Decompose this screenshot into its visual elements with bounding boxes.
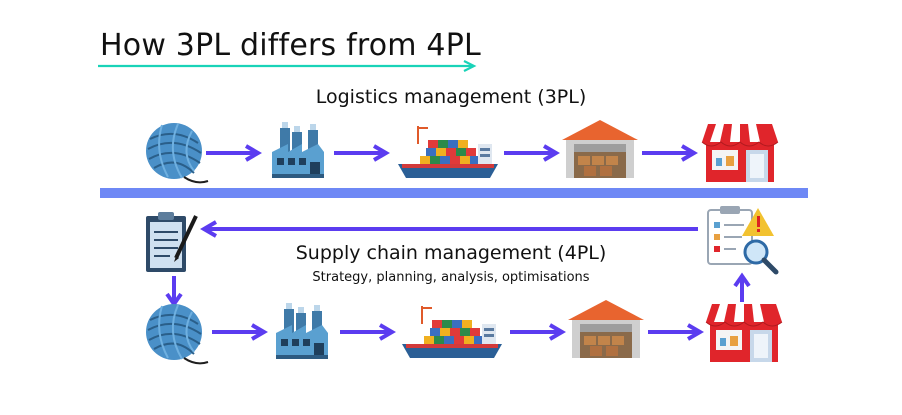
clipboard-icon [146,212,198,272]
title-underline-arrow [98,60,477,72]
feedback-arrow [200,220,698,238]
flow-arrow [508,323,564,341]
flow-arrow [332,144,388,162]
factory-icon [276,303,328,359]
yarn-icon [145,303,209,365]
section-divider [100,188,808,198]
supply-chain-label: Supply chain management (4PL) [295,242,607,264]
flow-arrow [210,323,266,341]
up-arrow [733,272,751,302]
cargo-ship-icon [401,305,503,359]
flow-arrow [502,144,558,162]
store-icon [701,123,779,183]
yarn-icon [145,122,209,184]
cargo-ship-icon [397,125,499,179]
analysis-icon [707,206,779,275]
flow-arrow [338,323,394,341]
flow-arrow [204,144,260,162]
logistics-label: Logistics management (3PL) [315,86,587,108]
flow-arrow [646,323,702,341]
diagram-title: How 3PL differs from 4PL [100,28,481,63]
warehouse-icon [562,120,638,178]
factory-icon [272,122,324,178]
flow-arrow [640,144,696,162]
warehouse-icon [568,300,644,358]
store-icon [705,303,783,363]
supply-chain-sublabel: Strategy, planning, analysis, optimisati… [312,270,590,285]
